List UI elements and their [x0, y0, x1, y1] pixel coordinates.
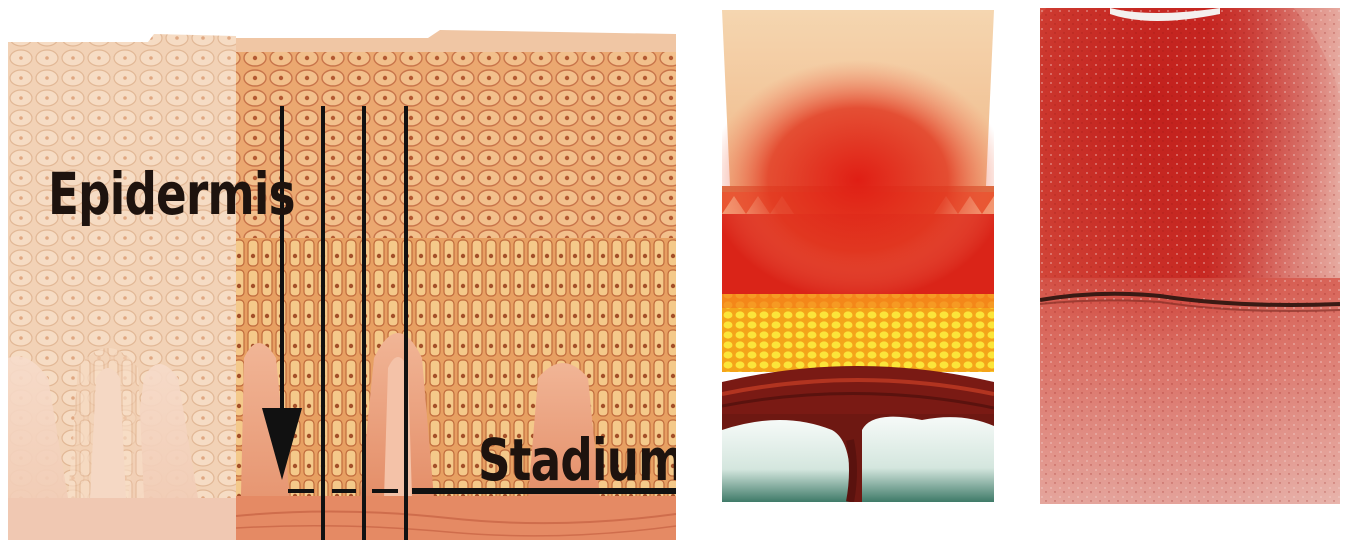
bone-left: [722, 420, 850, 502]
inflammation-illustration: [722, 10, 994, 502]
stadium-label: Stadium I: [478, 426, 676, 494]
skin-photo: [1040, 8, 1340, 504]
inflammation-glow: [722, 60, 994, 300]
bone-right: [862, 417, 994, 502]
tissue-cross-section: Epidermis Stadium I: [8, 28, 676, 540]
epidermis-label: Epidermis: [48, 160, 295, 228]
inflammation-svg: [722, 10, 994, 502]
skin-photo-svg: [1040, 8, 1340, 504]
faded-tissue-region: [8, 34, 236, 540]
